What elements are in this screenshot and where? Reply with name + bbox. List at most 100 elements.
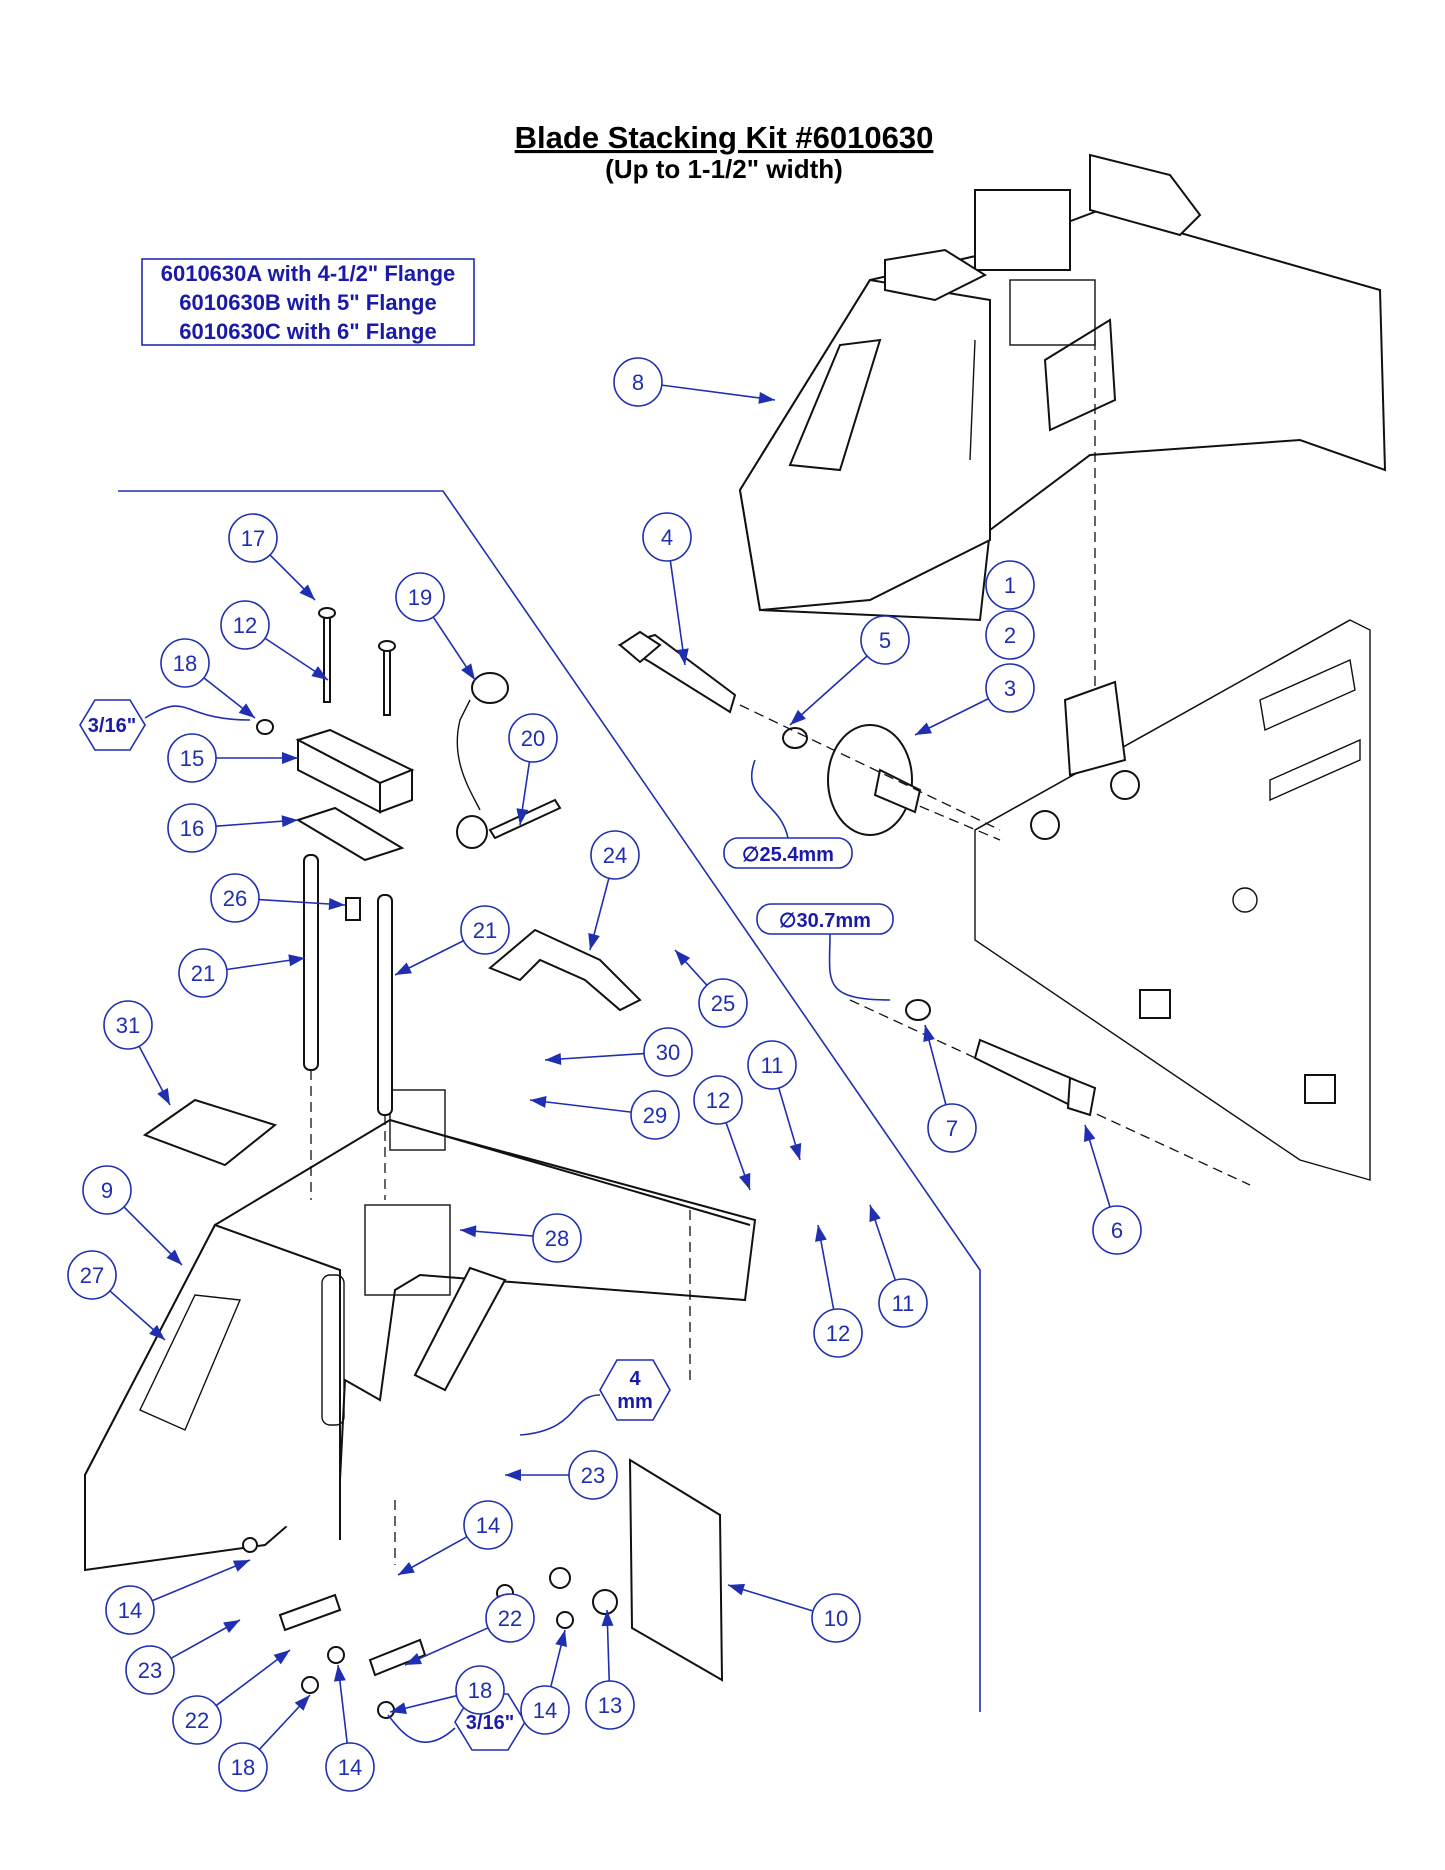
callout-arrowhead bbox=[405, 1652, 423, 1665]
callout-number: 26 bbox=[223, 886, 247, 911]
hex-label-bottom: 3/16" bbox=[466, 1712, 514, 1734]
callout-layer: 8412537617191218151620262421212530293111… bbox=[67, 357, 1142, 1792]
callout-leader bbox=[529, 1099, 632, 1113]
callout-14: 14 bbox=[397, 1500, 513, 1576]
callout-leader bbox=[151, 1559, 251, 1602]
callout-5: 5 bbox=[789, 615, 910, 726]
callout-circle bbox=[590, 830, 640, 880]
callout-26: 26 bbox=[210, 873, 346, 923]
callout-number: 21 bbox=[473, 918, 497, 943]
callout-circle bbox=[585, 1680, 635, 1730]
callout-arrowhead bbox=[869, 1205, 881, 1223]
callout-4: 4 bbox=[642, 512, 692, 666]
callout-circle bbox=[613, 357, 663, 407]
callout-circle bbox=[520, 1685, 570, 1735]
callout-number: 16 bbox=[180, 816, 204, 841]
callout-number: 25 bbox=[711, 991, 735, 1016]
callout-13: 13 bbox=[585, 1609, 635, 1730]
callout-circle bbox=[485, 1593, 535, 1643]
callout-number: 23 bbox=[138, 1658, 162, 1683]
callout-arrowhead bbox=[223, 1620, 240, 1634]
callout-number: 14 bbox=[533, 1698, 557, 1723]
callout-arrowhead bbox=[545, 1052, 562, 1065]
callout-21: 21 bbox=[178, 948, 306, 998]
callout-number: 18 bbox=[173, 651, 197, 676]
hex-3-16-bottom: 3/16" bbox=[387, 1693, 526, 1751]
callout-number: 14 bbox=[476, 1513, 500, 1538]
callout-circle bbox=[455, 1665, 505, 1715]
callout-number: 22 bbox=[498, 1606, 522, 1631]
callout-arrowhead bbox=[398, 1561, 415, 1575]
callout-30: 30 bbox=[544, 1027, 693, 1077]
callout-number: 8 bbox=[632, 370, 644, 395]
dim-bore-small: 25.4mm bbox=[759, 844, 834, 866]
callout-arrowhead bbox=[530, 1095, 547, 1108]
callout-circle bbox=[1092, 1205, 1142, 1255]
callout-18: 18 bbox=[218, 1694, 311, 1792]
callout-arrowhead bbox=[601, 1610, 614, 1627]
rear-plate bbox=[628, 1458, 724, 1682]
callout-arrowhead bbox=[281, 815, 298, 828]
callout-arrowhead bbox=[390, 1702, 407, 1715]
callout-arrowhead bbox=[328, 897, 345, 910]
callout-arrowhead bbox=[395, 962, 412, 975]
callout-number: 19 bbox=[408, 585, 432, 610]
upper-blade-guard bbox=[738, 153, 1387, 690]
callout-number: 1 bbox=[1004, 573, 1016, 598]
callout-number: 9 bbox=[101, 1178, 113, 1203]
callout-circle bbox=[860, 615, 910, 665]
callout-number: 31 bbox=[116, 1013, 140, 1038]
callout-arrowhead bbox=[676, 648, 689, 665]
handle bbox=[488, 928, 642, 1012]
callout-7: 7 bbox=[923, 1024, 977, 1153]
callout-arrowhead bbox=[758, 391, 775, 404]
stud-stack bbox=[256, 607, 415, 1200]
callout-leader bbox=[661, 384, 776, 401]
callout-29: 29 bbox=[529, 1090, 680, 1140]
callout-arrowhead bbox=[273, 1650, 290, 1665]
callout-circle bbox=[630, 1090, 680, 1140]
callout-12: 12 bbox=[693, 1075, 751, 1191]
callout-circle bbox=[568, 1450, 618, 1500]
callout-12: 12 bbox=[813, 1224, 863, 1358]
callout-arrowhead bbox=[149, 1324, 165, 1340]
diameter-symbol: ∅ bbox=[742, 844, 759, 866]
callout-arrowhead bbox=[728, 1583, 746, 1596]
variant-box: 6010630A with 4-1/2" Flange 6010630B wit… bbox=[141, 258, 475, 346]
callout-15: 15 bbox=[167, 733, 298, 783]
callout-number: 18 bbox=[231, 1755, 255, 1780]
callout-19: 19 bbox=[395, 572, 476, 681]
callout-arrowhead bbox=[157, 1088, 170, 1105]
callout-number: 14 bbox=[118, 1598, 142, 1623]
callout-arrowhead bbox=[923, 1025, 935, 1042]
callout-circle bbox=[463, 1500, 513, 1550]
callout-14: 14 bbox=[520, 1629, 570, 1735]
callout-circle bbox=[160, 638, 210, 688]
callout-circle bbox=[125, 1645, 175, 1695]
callout-number: 30 bbox=[656, 1040, 680, 1065]
callout-arrowhead bbox=[675, 950, 691, 966]
callout-circle bbox=[532, 1213, 582, 1263]
callout-circle bbox=[172, 1695, 222, 1745]
callout-number: 23 bbox=[581, 1463, 605, 1488]
callout-number: 6 bbox=[1111, 1218, 1123, 1243]
arbor-assembly bbox=[617, 630, 1097, 1117]
callout-number: 18 bbox=[468, 1678, 492, 1703]
callout-circle bbox=[220, 600, 270, 650]
callout-number: 12 bbox=[826, 1321, 850, 1346]
pin-lanyard bbox=[456, 672, 562, 849]
callout-circle bbox=[210, 873, 260, 923]
callout-circle bbox=[698, 978, 748, 1028]
variant-a: 6010630A with 4-1/2" Flange bbox=[161, 261, 456, 286]
callout-arrowhead bbox=[282, 752, 298, 764]
callout-arrowhead bbox=[333, 1665, 346, 1682]
callout-number: 12 bbox=[233, 613, 257, 638]
callout-2: 2 bbox=[985, 610, 1035, 660]
callout-arrowhead bbox=[789, 1142, 802, 1160]
callout-arrowhead bbox=[790, 709, 806, 725]
callout-number: 4 bbox=[661, 525, 673, 550]
callout-number: 27 bbox=[80, 1263, 104, 1288]
hex-3-16-top: 3/16" bbox=[79, 699, 251, 751]
callout-arrowhead bbox=[461, 663, 475, 680]
